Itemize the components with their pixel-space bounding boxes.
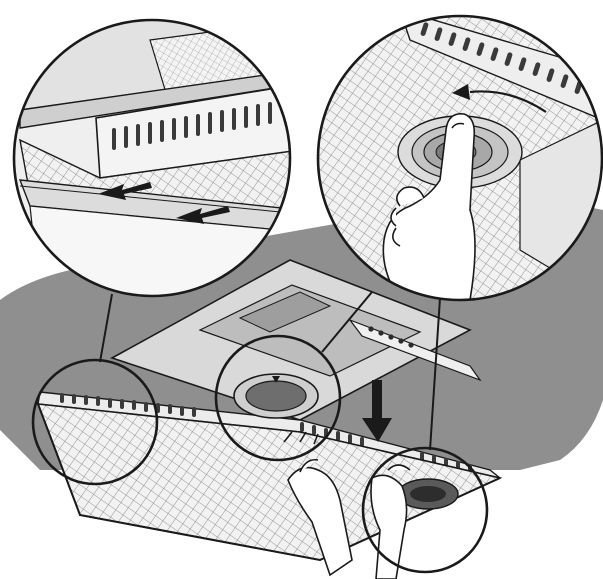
callout-circle-left [31,358,159,486]
rotate-arrow-icon [469,90,547,113]
filter-knob-right [397,478,459,510]
callout-circle-center [214,334,342,462]
callout-circle-right [361,446,489,574]
filter-release-knob-detail [316,14,603,302]
control-buttons [368,326,414,348]
slide-left-arrow-icon-1 [98,182,152,200]
slide-left-arrow-icon-2 [176,206,230,224]
hand-rotating-knob-icon [382,113,476,300]
leader-lines [99,291,441,451]
down-arrow-icon [362,380,392,442]
filter-knob-main [233,373,319,419]
